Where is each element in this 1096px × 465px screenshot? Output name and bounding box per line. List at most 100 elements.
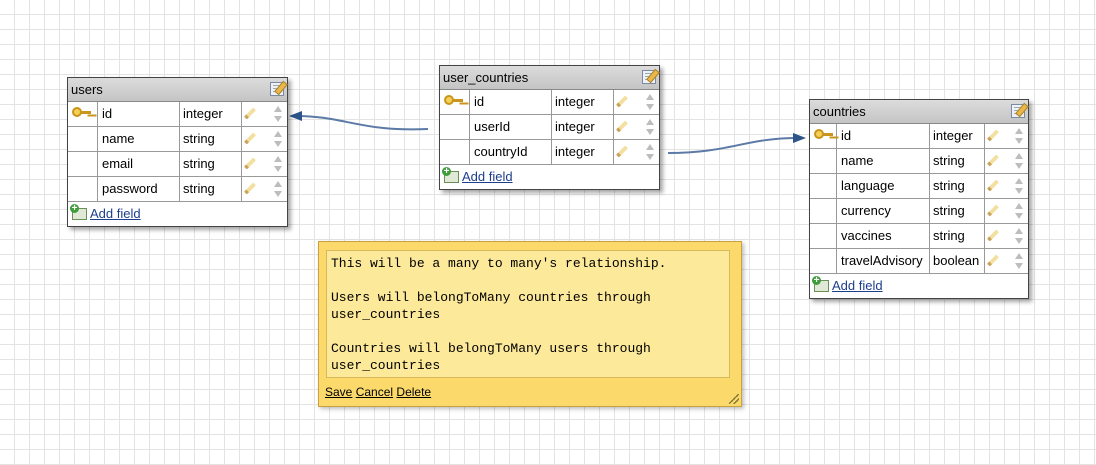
field-actions — [614, 90, 659, 114]
field-row[interactable]: currency string — [810, 199, 1028, 224]
field-row[interactable]: travelAdvisory boolean — [810, 249, 1028, 274]
link-user-countries-to-users — [295, 115, 429, 131]
field-row[interactable]: vaccines string — [810, 224, 1028, 249]
primary-key-icon — [72, 107, 92, 121]
add-field-icon[interactable] — [442, 166, 459, 183]
key-cell — [810, 249, 837, 273]
reorder-icon[interactable] — [1015, 153, 1023, 169]
edit-field-icon[interactable] — [986, 254, 1000, 267]
table-title: user_countries — [443, 70, 529, 85]
reorder-icon[interactable] — [1015, 128, 1023, 144]
primary-key-icon — [444, 95, 464, 109]
edit-field-icon[interactable] — [986, 129, 1000, 142]
note-textarea[interactable]: This will be a many to many's relationsh… — [326, 250, 730, 378]
field-actions — [985, 149, 1028, 173]
edit-field-icon[interactable] — [243, 107, 257, 120]
reorder-icon[interactable] — [646, 119, 654, 135]
field-name: id — [98, 102, 180, 126]
reorder-icon[interactable] — [1015, 203, 1023, 219]
field-name: password — [98, 177, 180, 201]
note-save-link[interactable]: Save — [325, 385, 353, 399]
reorder-icon[interactable] — [274, 181, 282, 197]
key-cell — [440, 140, 470, 164]
field-name: userId — [470, 115, 552, 139]
field-row[interactable]: password string — [68, 177, 287, 202]
field-name: name — [837, 149, 930, 173]
field-actions — [614, 115, 659, 139]
table-countries[interactable]: countries id integer name string languag… — [809, 99, 1029, 299]
reorder-icon[interactable] — [274, 156, 282, 172]
edit-field-icon[interactable] — [615, 145, 629, 158]
add-field-icon[interactable] — [812, 275, 829, 292]
primary-key-icon — [814, 129, 834, 143]
add-field-icon[interactable] — [70, 203, 87, 220]
field-name: countryId — [470, 140, 552, 164]
reorder-icon[interactable] — [646, 94, 654, 110]
field-row[interactable]: id integer — [810, 124, 1028, 149]
reorder-icon[interactable] — [274, 131, 282, 147]
table-footer: Add field — [68, 202, 287, 226]
field-actions — [242, 127, 287, 151]
table-header[interactable]: user_countries — [440, 66, 659, 90]
edit-table-icon[interactable] — [1011, 104, 1025, 118]
key-cell — [440, 115, 470, 139]
link-user-countries-to-countries — [667, 137, 799, 154]
edit-field-icon[interactable] — [615, 120, 629, 133]
field-row[interactable]: id integer — [440, 90, 659, 115]
note-actions: Save Cancel Delete — [325, 385, 431, 399]
field-type: string — [180, 127, 242, 151]
field-row[interactable]: language string — [810, 174, 1028, 199]
add-field-link[interactable]: Add field — [462, 169, 513, 184]
reorder-icon[interactable] — [646, 144, 654, 160]
reorder-icon[interactable] — [1015, 228, 1023, 244]
field-row[interactable]: name string — [810, 149, 1028, 174]
field-row[interactable]: userId integer — [440, 115, 659, 140]
reorder-icon[interactable] — [274, 106, 282, 122]
edit-field-icon[interactable] — [243, 157, 257, 170]
field-actions — [242, 177, 287, 201]
edit-field-icon[interactable] — [986, 204, 1000, 217]
field-name: travelAdvisory — [837, 249, 930, 273]
field-row[interactable]: id integer — [68, 102, 287, 127]
field-actions — [242, 102, 287, 126]
reorder-icon[interactable] — [1015, 253, 1023, 269]
edit-field-icon[interactable] — [615, 95, 629, 108]
table-footer: Add field — [810, 274, 1028, 298]
table-header[interactable]: countries — [810, 100, 1028, 124]
edit-table-icon[interactable] — [270, 82, 284, 96]
field-name: id — [470, 90, 552, 114]
add-field-link[interactable]: Add field — [90, 206, 141, 221]
field-type: string — [930, 224, 985, 248]
table-header[interactable]: users — [68, 78, 287, 102]
reorder-icon[interactable] — [1015, 178, 1023, 194]
edit-field-icon[interactable] — [986, 229, 1000, 242]
field-actions — [614, 140, 659, 164]
table-footer: Add field — [440, 165, 659, 189]
field-name: language — [837, 174, 930, 198]
field-name: vaccines — [837, 224, 930, 248]
edit-field-icon[interactable] — [243, 132, 257, 145]
edit-field-icon[interactable] — [243, 182, 257, 195]
key-cell — [68, 152, 98, 176]
field-type: integer — [180, 102, 242, 126]
edit-table-icon[interactable] — [642, 70, 656, 84]
edit-field-icon[interactable] — [986, 179, 1000, 192]
field-row[interactable]: email string — [68, 152, 287, 177]
add-field-link[interactable]: Add field — [832, 278, 883, 293]
note-cancel-link[interactable]: Cancel — [355, 385, 394, 399]
field-row[interactable]: name string — [68, 127, 287, 152]
field-name: id — [837, 124, 930, 148]
sticky-note[interactable]: This will be a many to many's relationsh… — [318, 241, 742, 407]
resize-grip-icon[interactable] — [729, 394, 739, 404]
field-name: currency — [837, 199, 930, 223]
edit-field-icon[interactable] — [986, 154, 1000, 167]
field-actions — [985, 174, 1028, 198]
table-user-countries[interactable]: user_countries id integer userId integer… — [439, 65, 660, 190]
field-type: integer — [552, 90, 614, 114]
field-row[interactable]: countryId integer — [440, 140, 659, 165]
note-delete-link[interactable]: Delete — [396, 385, 432, 399]
field-actions — [242, 152, 287, 176]
table-users[interactable]: users id integer name string email strin… — [67, 77, 288, 227]
key-cell — [440, 90, 470, 114]
